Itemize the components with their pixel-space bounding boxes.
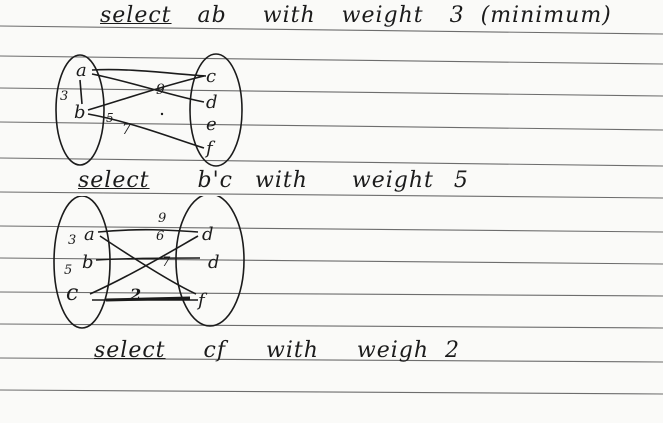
- vertex-e: e: [206, 114, 217, 135]
- edge-bc: b'c: [197, 168, 233, 193]
- g2-edge-cf-bold: [105, 296, 191, 302]
- edge-b-c: [87, 75, 205, 111]
- weight-ab: 3: [60, 89, 68, 104]
- note-line-2: select b'c with weight 5: [78, 170, 487, 192]
- bipartite-graph-2: a b c d d f 3 9 6 5 7 2: [53, 196, 245, 329]
- word-weight-1: weight: [341, 3, 424, 28]
- word-select-2: select: [78, 168, 150, 193]
- minimum-note: (minimum): [480, 3, 612, 28]
- bipartite-graph-1: a b c d e f 3 9 5 7: [55, 53, 243, 167]
- vertex-a: a: [76, 60, 87, 81]
- g2-edge-c-d: [89, 235, 199, 295]
- edge-b-f: [87, 113, 205, 149]
- word-with-1: with: [262, 3, 316, 28]
- weight-9-g2: 9: [158, 211, 166, 226]
- edge-ab-line: [79, 79, 83, 105]
- weight-2-g2: 2: [129, 285, 141, 304]
- weight-value-2: 5: [453, 168, 469, 193]
- vertex-b-2: b: [82, 252, 94, 273]
- vertex-d-3: d: [208, 252, 220, 273]
- word-select-3: select: [94, 338, 166, 363]
- edge-dot: [160, 112, 164, 116]
- note-line-1: select ab with weight 3 (minimum): [100, 5, 630, 27]
- weight-5-g2: 5: [64, 263, 72, 278]
- right-set-ellipse-2: [175, 196, 245, 327]
- vertex-d-2: d: [202, 224, 214, 245]
- word-weigh-3: weigh: [356, 338, 430, 363]
- word-with-3: with: [266, 338, 319, 363]
- note-line-3: select cf with weigh 2: [94, 340, 478, 362]
- weight-7-g2: 7: [162, 255, 171, 270]
- left-set-ellipse-2: [53, 196, 111, 329]
- word-weight-2: weight: [351, 168, 434, 193]
- g2-edge-b-d: [95, 257, 201, 261]
- vertex-c-2: c: [66, 281, 78, 306]
- left-set-ellipse: [55, 54, 105, 166]
- vertex-d: d: [206, 92, 218, 113]
- weight-9: 9: [156, 82, 165, 98]
- right-set-ellipse: [189, 53, 243, 167]
- edge-a-c: [91, 68, 207, 77]
- vertex-c: c: [206, 66, 216, 87]
- edge-cf: cf: [203, 338, 226, 363]
- g2-edge-a-d: [97, 228, 199, 233]
- weight-3-g2: 3: [68, 233, 76, 248]
- vertex-a-2: a: [84, 224, 95, 245]
- vertex-f: f: [204, 138, 216, 159]
- weight-value-1: 3: [449, 3, 465, 28]
- weight-value-3: 2: [445, 338, 461, 363]
- word-select-1: select: [100, 3, 172, 28]
- word-with-2: with: [254, 168, 308, 193]
- edge-a-d: [91, 73, 205, 103]
- g2-edge-a-f: [99, 235, 197, 295]
- edge-ab: ab: [197, 3, 227, 28]
- weight-7: 7: [122, 122, 131, 138]
- vertex-b: b: [74, 102, 86, 123]
- weight-6-g2: 6: [156, 229, 164, 244]
